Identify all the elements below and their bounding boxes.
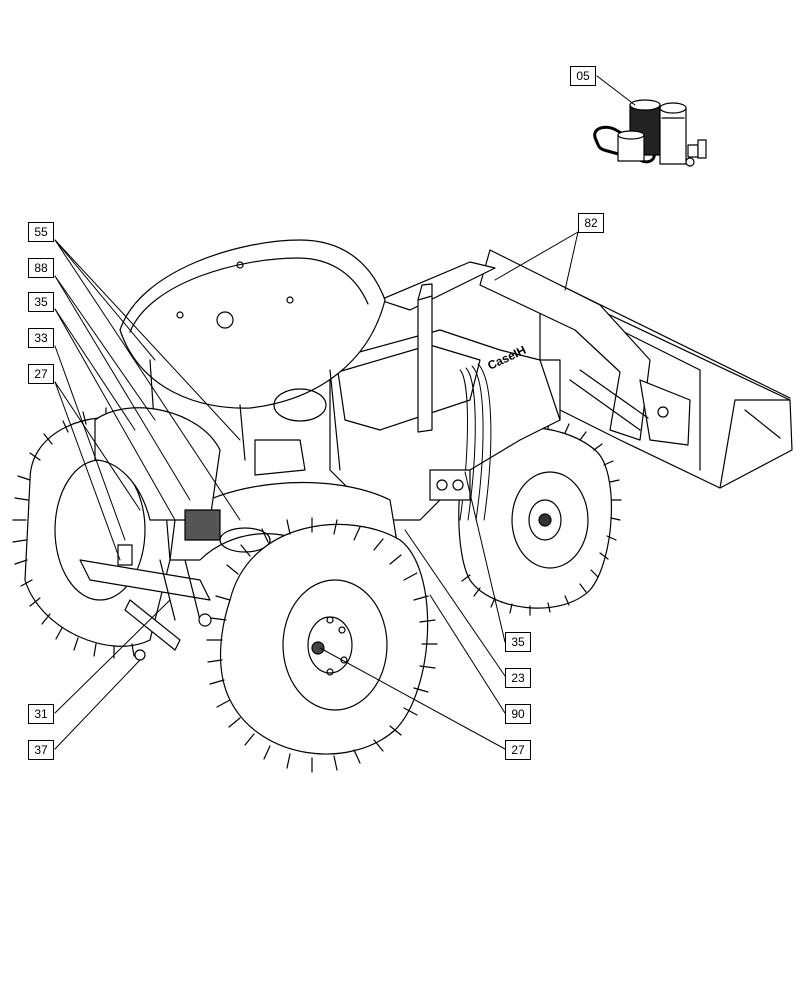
- callout-90[interactable]: 90: [505, 704, 531, 724]
- callout-55[interactable]: 55: [28, 222, 54, 242]
- callout-33[interactable]: 33: [28, 328, 54, 348]
- callout-23[interactable]: 23: [505, 668, 531, 688]
- callout-35-right[interactable]: 35: [505, 632, 531, 652]
- cab-drawing: [79, 239, 401, 661]
- callout-31[interactable]: 31: [28, 704, 54, 724]
- rear-right-wheel-drawing: [206, 517, 438, 773]
- callout-27-right[interactable]: 27: [505, 740, 531, 760]
- callout-82[interactable]: 82: [578, 213, 604, 233]
- callout-35-left[interactable]: 35: [28, 292, 54, 312]
- callout-37[interactable]: 37: [28, 740, 54, 760]
- leader-lines: [54, 75, 636, 750]
- callout-27-left[interactable]: 27: [28, 364, 54, 384]
- callout-05[interactable]: 05: [570, 66, 596, 86]
- filter-kit-drawing: [593, 99, 707, 167]
- callout-88[interactable]: 88: [28, 258, 54, 278]
- front-wheel-drawing: [458, 416, 622, 616]
